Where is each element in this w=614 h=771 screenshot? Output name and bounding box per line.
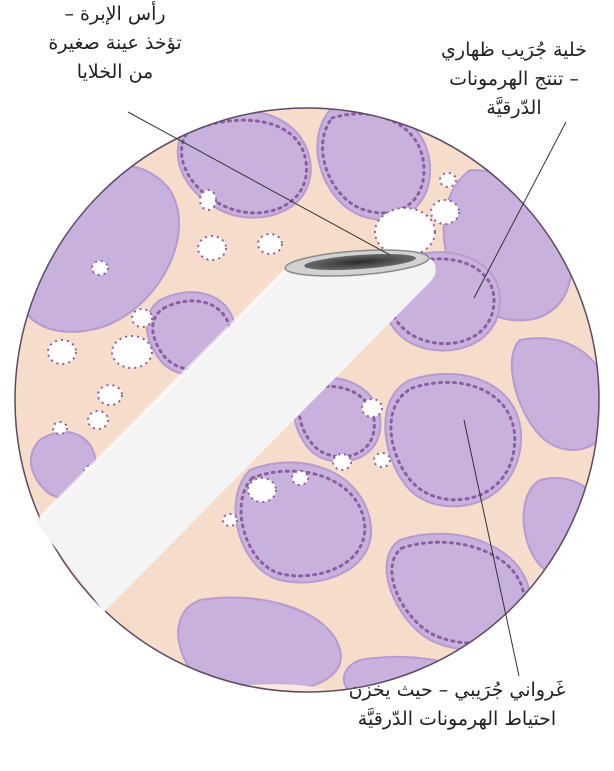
label-follicular-cell: خلية جُرَيب ظهاري – تنتج الهرمونات الدّر… bbox=[414, 36, 614, 123]
label-needle-line-2: تؤخذ عينة صغيرة bbox=[10, 29, 220, 58]
label-cell-line-2: – تنتج الهرمونات bbox=[414, 65, 614, 94]
label-needle-tip: رأس الإبرة – تؤخذ عينة صغيرة من الخلايا bbox=[10, 0, 220, 87]
label-cell-line-1: خلية جُرَيب ظهاري bbox=[414, 36, 614, 65]
label-colloid-line-2: احتياط الهرمونات الدّرقيَّة bbox=[300, 705, 614, 734]
label-cell-line-3: الدّرقيَّة bbox=[414, 94, 614, 123]
label-needle-line-3: من الخلايا bbox=[10, 58, 220, 87]
label-colloid-line-1: غَرواني جُرَيبي – حيث يخزن bbox=[300, 676, 614, 705]
label-colloid: غَرواني جُرَيبي – حيث يخزن احتياط الهرمو… bbox=[300, 676, 614, 734]
label-needle-line-1: رأس الإبرة – bbox=[10, 0, 220, 29]
